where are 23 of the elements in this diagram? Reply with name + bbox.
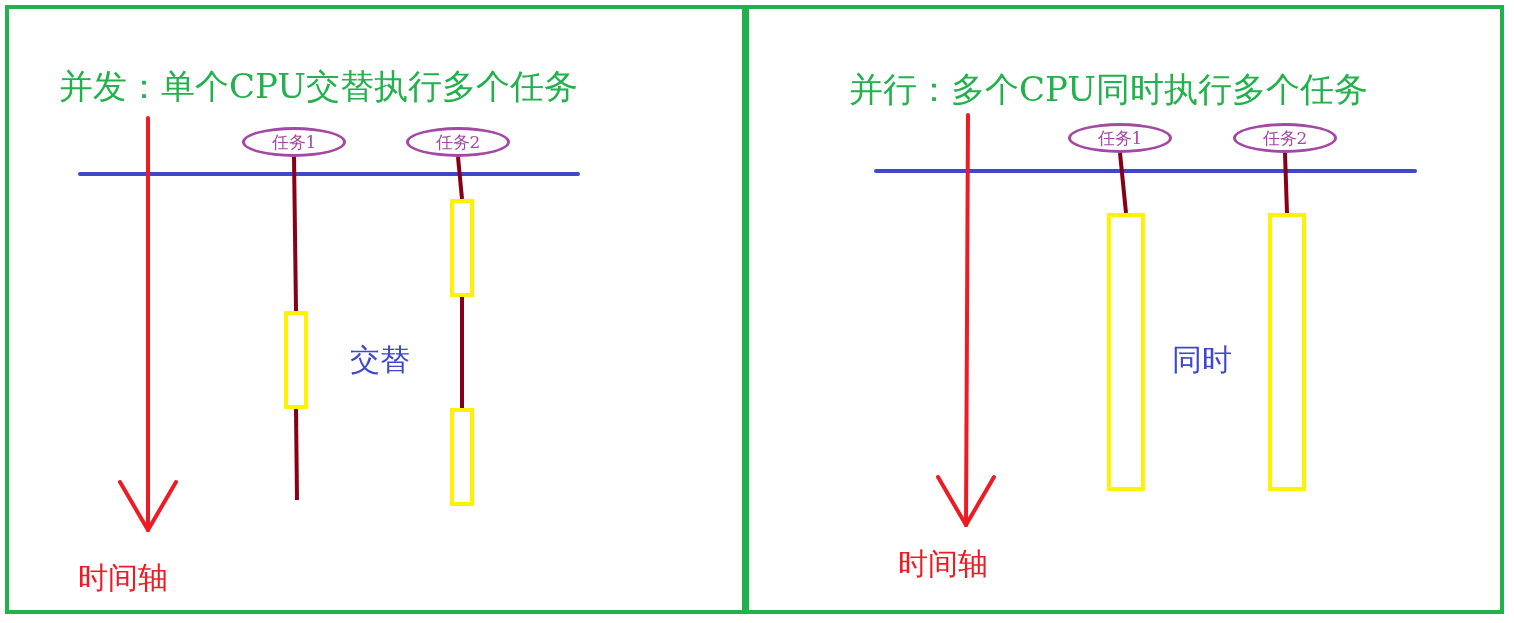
axis-label: 时间轴 [898,545,988,583]
connector-line [1118,152,1128,214]
connector-line [292,156,298,312]
axis-label: 时间轴 [78,559,168,597]
task-ellipse: 任务1 [1068,123,1172,153]
execution-bar [450,408,474,506]
panel-title: 并发：单个CPU交替执行多个任务 [59,65,578,108]
task-ellipse: 任务1 [242,127,346,157]
execution-bar [284,311,308,409]
panel-frame [745,5,1504,614]
annotation-text: 交替 [350,341,410,379]
connector-line [460,297,464,408]
connector-line [456,156,464,200]
connector-line [1283,152,1289,214]
task-ellipse: 任务2 [406,127,510,157]
annotation-text: 同时 [1172,341,1232,379]
execution-bar [1107,213,1145,491]
panel-frame [5,5,746,614]
execution-bar [1268,213,1306,491]
task-ellipse: 任务2 [1233,123,1337,153]
panel-title: 并行：多个CPU同时执行多个任务 [849,68,1368,111]
connector-line [294,408,299,501]
execution-bar [450,199,474,297]
